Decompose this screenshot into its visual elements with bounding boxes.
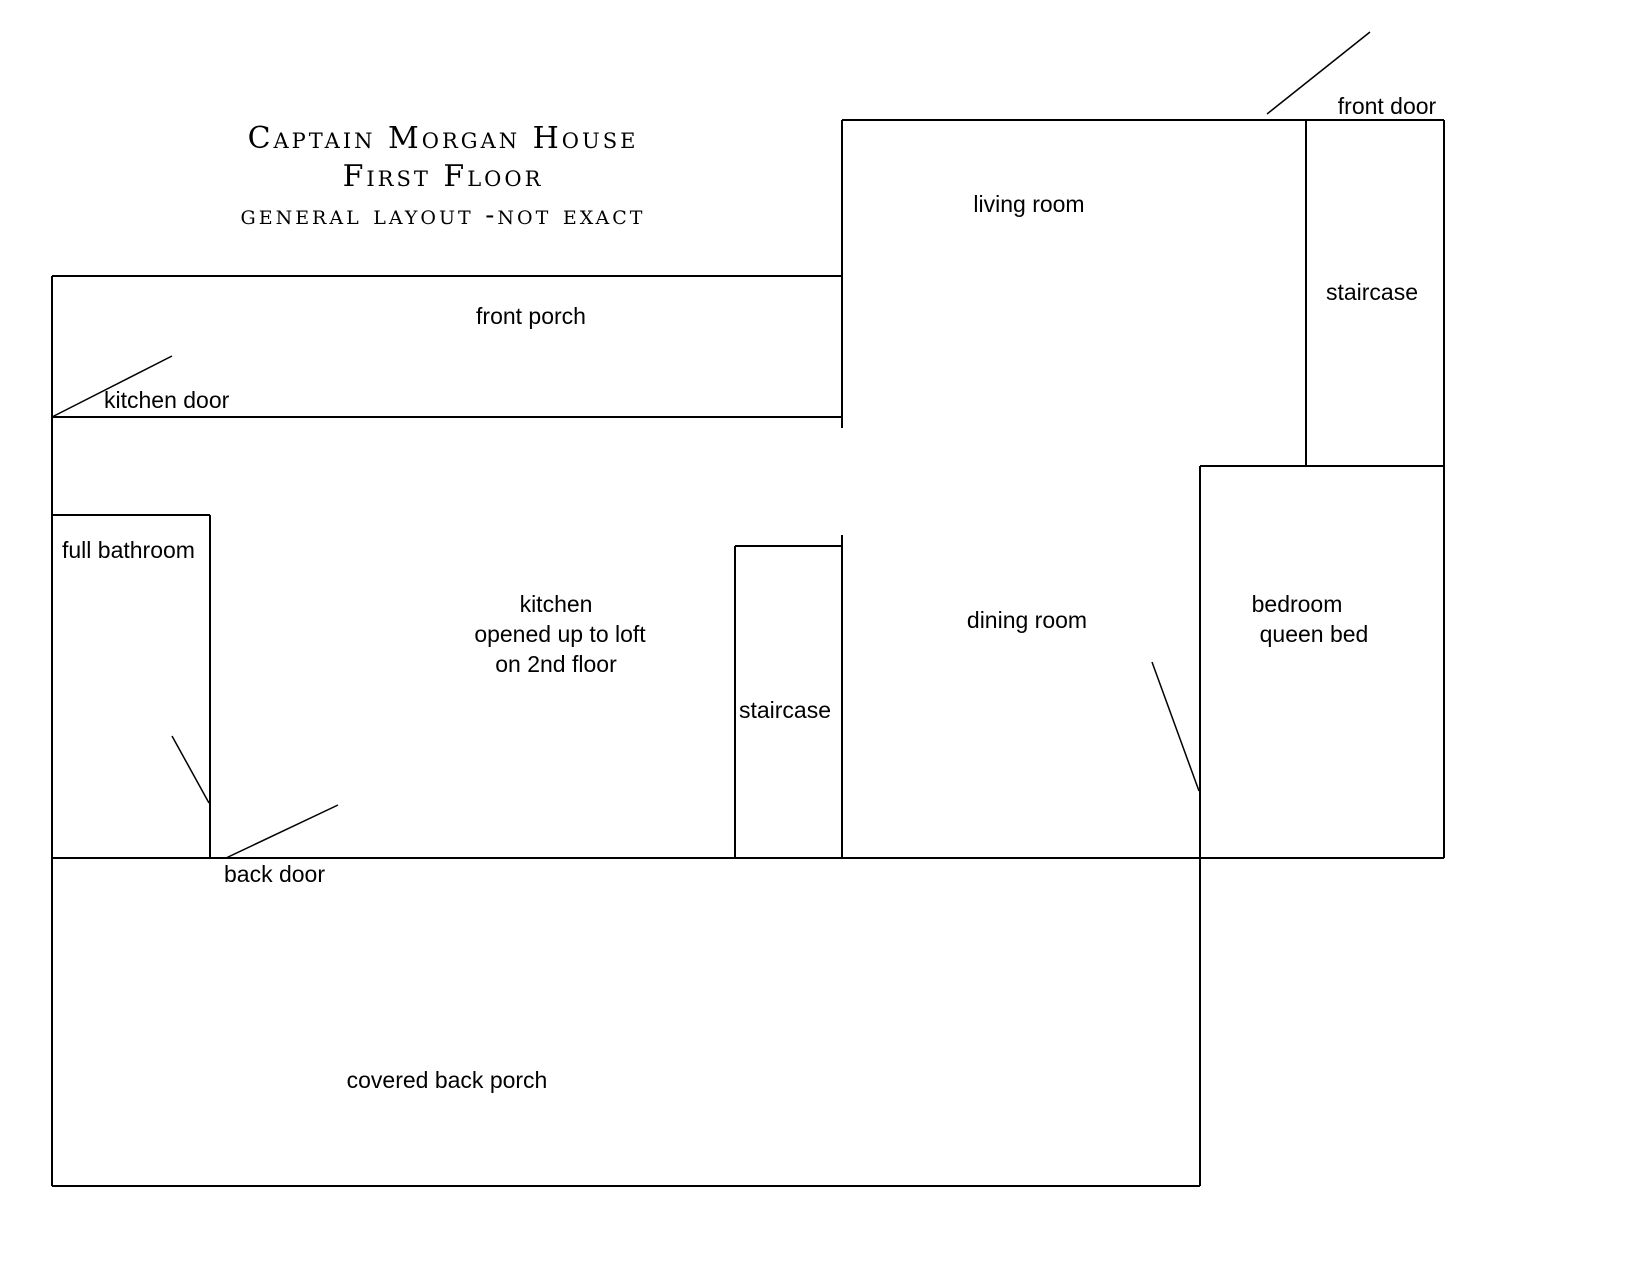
label-kitchen-note-2: on 2nd floor [495,651,617,677]
label-staircase-middle: staircase [739,697,831,723]
doors [51,31,1371,859]
label-kitchen-door: kitchen door [104,387,230,413]
label-front-door: front door [1338,93,1437,119]
label-front-porch: front porch [476,303,586,329]
back-door-swing [225,804,339,859]
bedroom-door-swing [1151,661,1200,792]
title-line-3: general layout -not exact [241,200,646,231]
label-living-room: living room [973,191,1084,217]
label-dining-room: dining room [967,607,1087,633]
label-bedroom: bedroom [1252,591,1343,617]
label-bedroom-bed: queen bed [1260,621,1369,647]
label-full-bathroom: full bathroom [62,537,195,563]
label-staircase-front: staircase [1326,279,1418,305]
label-back-door: back door [224,861,325,887]
label-kitchen: kitchen [520,591,593,617]
kitchen-door-swing [51,355,173,418]
label-covered-back-porch: covered back porch [347,1067,548,1093]
title-line-1: Captain Morgan House [248,121,639,156]
walls [51,119,1445,1187]
label-kitchen-note-1: opened up to loft [474,621,646,647]
bathroom-door-swing [171,735,210,804]
front-door-swing [1266,31,1371,115]
title-line-2: First Floor [343,159,544,194]
